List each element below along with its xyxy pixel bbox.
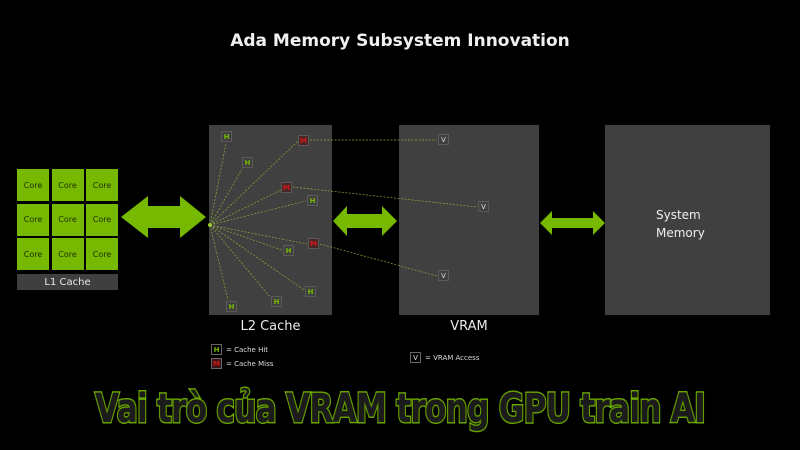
legend-cache-hit: H = Cache Hit (211, 344, 268, 355)
core-block: Core (51, 203, 84, 236)
core-block: Core (86, 169, 118, 201)
core-grid: Core Core Core Core Core Core Core Core … (17, 169, 118, 270)
vram-access-marker: V (478, 201, 489, 212)
cache-hit-marker: H (283, 245, 294, 256)
cache-hit-marker: H (226, 301, 237, 312)
core-block: Core (86, 238, 118, 270)
legend-label: = Cache Hit (226, 345, 269, 354)
cache-miss-icon: M (211, 358, 222, 369)
cache-hit-marker: H (271, 296, 282, 307)
vram-access-marker: V (438, 270, 449, 281)
double-arrow-icon (333, 206, 397, 236)
core-block: Core (86, 203, 118, 236)
legend-label: = Cache Miss (226, 359, 274, 368)
vram-access-icon: V (410, 352, 421, 363)
core-block: Core (17, 203, 49, 236)
diagram-title: Ada Memory Subsystem Innovation (230, 31, 570, 51)
access-lines (209, 139, 478, 301)
core-block: Core (51, 169, 84, 201)
double-arrow-icon (121, 196, 206, 238)
cache-hit-marker: H (307, 195, 318, 206)
vram-label: VRAM (450, 319, 488, 334)
vram-access-marker: V (438, 134, 449, 145)
legend-vram-access: V = VRAM Access (410, 352, 479, 363)
cache-hit-marker: H (305, 286, 316, 297)
cache-miss-marker: M (281, 182, 292, 193)
cache-hit-marker: H (221, 131, 232, 142)
cache-miss-marker: M (308, 238, 319, 249)
core-block: Core (51, 238, 84, 270)
vram-block (399, 125, 539, 315)
l2-cache-label: L2 Cache (240, 319, 301, 334)
l2-cache-block (209, 125, 332, 315)
caption-title: Vai trò của VRAM trong GPU train AI (94, 385, 707, 434)
l1-cache-label: L1 Cache (17, 274, 118, 290)
cache-miss-marker: M (298, 135, 309, 146)
core-block: Core (17, 169, 49, 201)
legend-cache-miss: M = Cache Miss (211, 358, 273, 369)
core-block: Core (17, 238, 49, 270)
cache-hit-marker: H (242, 157, 253, 168)
double-arrow-icon (540, 211, 605, 235)
legend-label: = VRAM Access (425, 353, 480, 362)
cache-hit-icon: H (211, 344, 222, 355)
system-memory-block (605, 125, 770, 315)
system-memory-label: System Memory (656, 208, 705, 240)
